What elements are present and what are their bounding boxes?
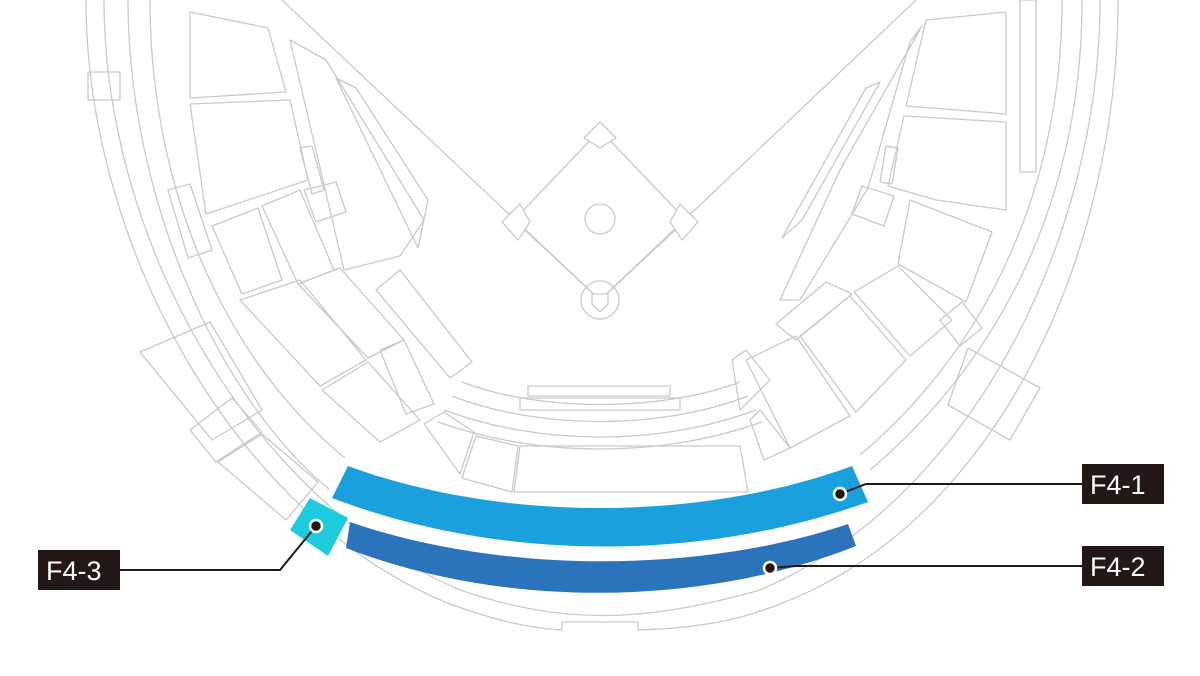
seating-block-left-10 (379, 339, 435, 415)
foul-line-right (599, 0, 917, 301)
outer-block-right-2 (1019, 0, 1037, 173)
seating-block-right-3 (879, 145, 899, 185)
home-plate-circle (580, 280, 620, 320)
leader-dot-f4-2 (762, 560, 778, 576)
dugout-center-2 (519, 397, 681, 411)
outer-block-right-1 (947, 347, 1041, 441)
outer-block-left-2 (189, 397, 263, 463)
seating-block-right-6 (853, 265, 953, 357)
infield-row-3 (443, 409, 757, 438)
leader-line-f4-3 (120, 525, 317, 571)
outer-box-left (87, 71, 121, 101)
label-box-f4-1[interactable] (1082, 464, 1164, 504)
seating-block-left-1 (189, 11, 287, 99)
section-f4-2[interactable] (346, 522, 856, 593)
seating-block-right-8 (745, 335, 851, 449)
seating-block-left-7 (239, 279, 367, 387)
seating-block-right-12 (731, 349, 771, 411)
seating-block-right-13 (749, 409, 791, 461)
stadium-inner-ring (103, 0, 1101, 617)
seating-block-right-4 (851, 185, 895, 227)
leader-line-f4-2 (769, 565, 1082, 569)
seating-block-right-5 (897, 199, 993, 303)
seating-block-right-7 (799, 295, 907, 413)
outer-block-left-3 (217, 433, 319, 521)
concourse-ring (127, 0, 331, 491)
section-f4-1[interactable] (332, 466, 868, 547)
seating-block-left-11 (375, 269, 473, 379)
label-box-f4-3[interactable] (38, 550, 120, 590)
baseball-field (281, 0, 917, 320)
infield-row-4 (437, 421, 763, 450)
seating-block-right-11 (781, 81, 881, 239)
concourse-inner-left (149, 0, 346, 459)
lower-block-left-3 (513, 445, 749, 493)
seating-block-right-1 (905, 11, 1007, 115)
stadium-outline (85, 0, 1119, 631)
seating-block-left-8 (297, 267, 405, 359)
lower-block-left-2 (461, 435, 519, 493)
seating-block-left-6 (303, 181, 347, 223)
concourse-inner-right (859, 0, 1063, 456)
seating-block-left-4 (211, 207, 283, 295)
highlighted-sections (290, 466, 868, 593)
seating-block-left-9 (321, 361, 421, 443)
outer-block-left-1 (139, 321, 263, 441)
stadium-outer-wall (85, 0, 1119, 631)
seating-block-left-12 (289, 39, 425, 271)
home-plate (591, 293, 609, 313)
section-label-f4-2[interactable]: F4-2 (1090, 552, 1146, 582)
seating-block-left-13 (335, 77, 429, 249)
concourse-ring-right (869, 0, 1083, 471)
first-base (669, 202, 699, 242)
seating-block-right-2 (887, 115, 1007, 211)
section-labels: F4-1 F4-2 F4-3 (38, 464, 1164, 590)
section-label-f4-1[interactable]: F4-1 (1090, 470, 1146, 500)
leader-dot-f4-1 (832, 486, 848, 502)
infield-row-2 (451, 395, 749, 423)
seating-block-right-10 (779, 25, 923, 301)
dugout-center (527, 385, 671, 397)
seating-block-left-14 (299, 145, 325, 195)
seating-block-left-5 (261, 189, 335, 285)
infield-diamond (513, 129, 687, 301)
section-label-f4-3[interactable]: F4-3 (46, 556, 102, 586)
label-box-f4-2[interactable] (1082, 546, 1164, 586)
outer-block-right-3 (939, 301, 983, 347)
seating-block-left-3 (167, 183, 213, 259)
leader-dot-f4-3 (308, 518, 324, 534)
seating-block-right-9 (775, 281, 853, 341)
third-base (501, 202, 531, 242)
second-base (582, 121, 618, 149)
pitchers-mound (584, 203, 616, 235)
infield-row-1 (461, 381, 741, 406)
lower-block-left-1 (423, 411, 475, 475)
seating-block-left-2 (189, 99, 309, 215)
leader-line-f4-1 (839, 483, 1082, 495)
